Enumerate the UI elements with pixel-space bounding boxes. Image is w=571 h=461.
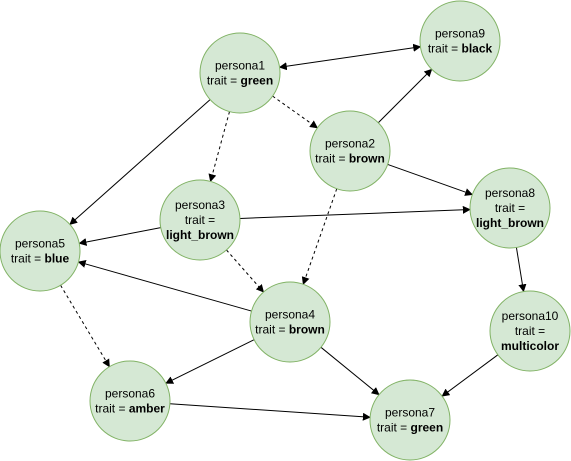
node-trait-line: trait = blue: [11, 252, 70, 266]
edge-line: [77, 260, 252, 312]
node-trait-value: black: [462, 42, 493, 56]
node-name-label: persona1: [215, 59, 265, 73]
edge-line: [226, 249, 265, 293]
node-trait-value: brown: [349, 152, 385, 166]
node-circle: [249, 281, 331, 363]
edge-line: [272, 95, 319, 129]
node-circle: [369, 379, 451, 461]
node-circle: [489, 290, 571, 372]
edges-layer: [60, 43, 527, 421]
edge-line: [278, 43, 422, 71]
edge-persona4-to-persona7: [320, 346, 380, 396]
edge-persona3-to-persona5: [78, 227, 161, 246]
node-trait-prefix: trait =: [495, 201, 525, 215]
node-name-label: persona5: [15, 237, 65, 251]
node-circle: [0, 210, 81, 292]
edge-persona1-to-persona2: [272, 95, 319, 129]
edge-line: [377, 68, 433, 124]
edge-persona9-to-persona1: [278, 43, 422, 71]
edge-persona1-to-persona5: [69, 99, 211, 225]
edge-line: [515, 247, 527, 293]
node-trait-prefix: trait =: [185, 213, 215, 227]
node-trait-prefix: trait =: [11, 252, 45, 266]
node-trait-prefix: trait =: [428, 42, 462, 56]
node-trait-prefix: trait =: [515, 324, 545, 338]
edge-persona3-to-persona4: [226, 249, 265, 293]
edge-persona4-to-persona5: [77, 260, 252, 312]
edge-line: [60, 285, 110, 368]
edge-line: [69, 99, 211, 225]
node-trait-prefix: trait =: [207, 74, 241, 88]
edge-line: [320, 346, 380, 396]
node-circle: [309, 110, 391, 192]
node-trait-line: trait = green: [207, 74, 273, 88]
edge-persona3-to-persona8: [239, 205, 471, 219]
node-circle: [469, 167, 551, 249]
node-trait-line: trait = brown: [255, 323, 325, 337]
node-trait-value: brown: [289, 323, 325, 337]
edge-line: [387, 163, 474, 196]
node-trait-prefix: trait =: [95, 402, 129, 416]
node-trait-value: multicolor: [501, 339, 559, 353]
edge-persona2-to-persona9: [377, 68, 433, 124]
edge-line: [165, 339, 255, 384]
edge-line: [208, 111, 230, 183]
node-circle: [89, 360, 171, 442]
node-name-label: persona10: [502, 309, 559, 323]
edge-line: [78, 227, 161, 246]
node-circle: [199, 32, 281, 114]
node-trait-value: light_brown: [476, 216, 544, 230]
node-trait-value: green: [411, 421, 444, 435]
edge-persona10-to-persona7: [441, 354, 499, 397]
node-trait-value: blue: [45, 252, 70, 266]
edge-persona1-to-persona3: [208, 111, 230, 183]
node-circle: [159, 179, 241, 261]
edge-persona2-to-persona4: [301, 188, 338, 286]
edge-line: [169, 403, 371, 421]
edge-persona2-to-persona8: [387, 163, 474, 196]
node-trait-line: trait = black: [428, 42, 493, 56]
node-name-label: persona3: [175, 198, 225, 212]
node-trait-value: amber: [129, 402, 165, 416]
edge-line: [301, 188, 338, 286]
node-name-label: persona8: [485, 186, 535, 200]
edge-line: [239, 205, 471, 219]
node-trait-prefix: trait =: [377, 421, 411, 435]
node-trait-prefix: trait =: [255, 323, 289, 337]
node-name-label: persona7: [385, 406, 435, 420]
node-name-label: persona9: [435, 27, 485, 41]
node-trait-value: green: [241, 74, 274, 88]
node-name-label: persona2: [325, 137, 375, 151]
edge-persona5-to-persona6: [60, 285, 110, 368]
edge-persona8-to-persona10: [515, 247, 527, 293]
node-trait-prefix: trait =: [315, 152, 349, 166]
edge-line: [441, 354, 499, 397]
node-circle: [419, 0, 501, 82]
node-trait-value: light_brown: [166, 228, 234, 242]
node-name-label: persona4: [265, 308, 315, 322]
node-name-label: persona6: [105, 387, 155, 401]
node-trait-line: trait = green: [377, 421, 443, 435]
edge-persona6-to-persona7: [169, 403, 371, 421]
edge-persona4-to-persona6: [165, 339, 255, 384]
node-trait-line: trait = amber: [95, 402, 165, 416]
node-trait-line: trait = brown: [315, 152, 385, 166]
